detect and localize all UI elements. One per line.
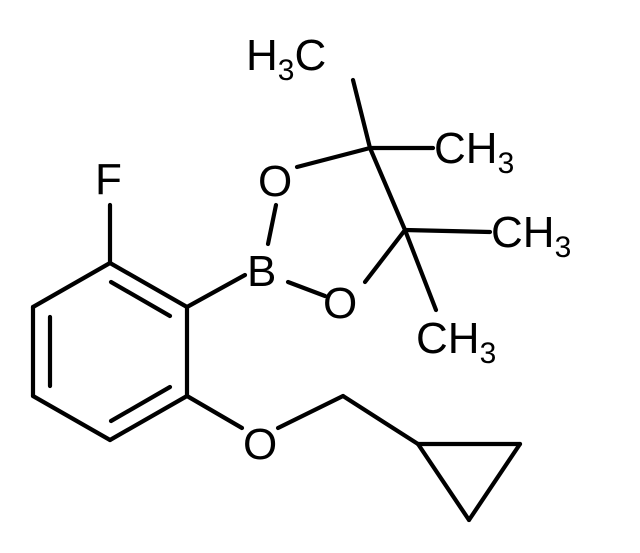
ring-bond-bottom-left xyxy=(30,393,113,443)
bond-ch2-cyclopropyl xyxy=(340,393,421,447)
methyl-label-bottom: CH3 xyxy=(416,314,496,370)
methyl-upper-right-lead: CH xyxy=(434,124,498,173)
methyl-label-lower-right: CH3 xyxy=(491,208,571,264)
methyl-label-top: H3C xyxy=(246,31,326,87)
ring-bond-top-left xyxy=(30,260,113,310)
ring-double-bond-lower xyxy=(108,384,173,424)
cyclopropyl-ring xyxy=(415,441,523,523)
bond-o-ch2 xyxy=(275,393,346,431)
ring-bond-top xyxy=(107,260,190,310)
methyl-bottom-lead: CH xyxy=(416,314,480,363)
methyl-top-lead: H xyxy=(246,31,278,80)
bond-methyl-lower-right xyxy=(402,227,493,235)
cyclopropyl-bond-right xyxy=(466,441,523,523)
atom-oxygen-ether: O xyxy=(243,420,277,469)
bond-c-o-lower xyxy=(362,227,408,285)
methyl-label-upper-right: CH3 xyxy=(434,124,514,180)
bond-o-lower-b xyxy=(285,279,328,299)
atom-boron: B xyxy=(247,247,276,296)
methyl-upper-right-sub: 3 xyxy=(498,147,515,180)
methyl-top-tail: C xyxy=(294,31,326,80)
methyl-bottom-sub: 3 xyxy=(480,337,497,370)
bond-b-o-upper xyxy=(265,202,279,247)
bond-methyl-top xyxy=(350,77,373,151)
bond-o-upper-c xyxy=(294,145,373,170)
benzene-ring xyxy=(30,260,190,443)
methyl-lower-right-sub: 3 xyxy=(555,231,572,264)
cyclopropyl-bond-left xyxy=(415,441,472,523)
ring-bond-bottom-right xyxy=(107,393,190,443)
bond-c-o-ether xyxy=(184,393,245,431)
ring-double-bond-upper xyxy=(108,279,173,319)
atom-oxygen-lower: O xyxy=(323,279,357,328)
bond-c-c-ring xyxy=(367,145,408,233)
bond-methyl-bottom xyxy=(402,227,439,313)
methyl-top-sub: 3 xyxy=(278,54,295,87)
atom-fluorine: F xyxy=(95,155,122,204)
bond-c-b xyxy=(184,272,248,310)
atom-oxygen-upper: O xyxy=(258,157,292,206)
methyl-lower-right-lead: CH xyxy=(491,208,555,257)
